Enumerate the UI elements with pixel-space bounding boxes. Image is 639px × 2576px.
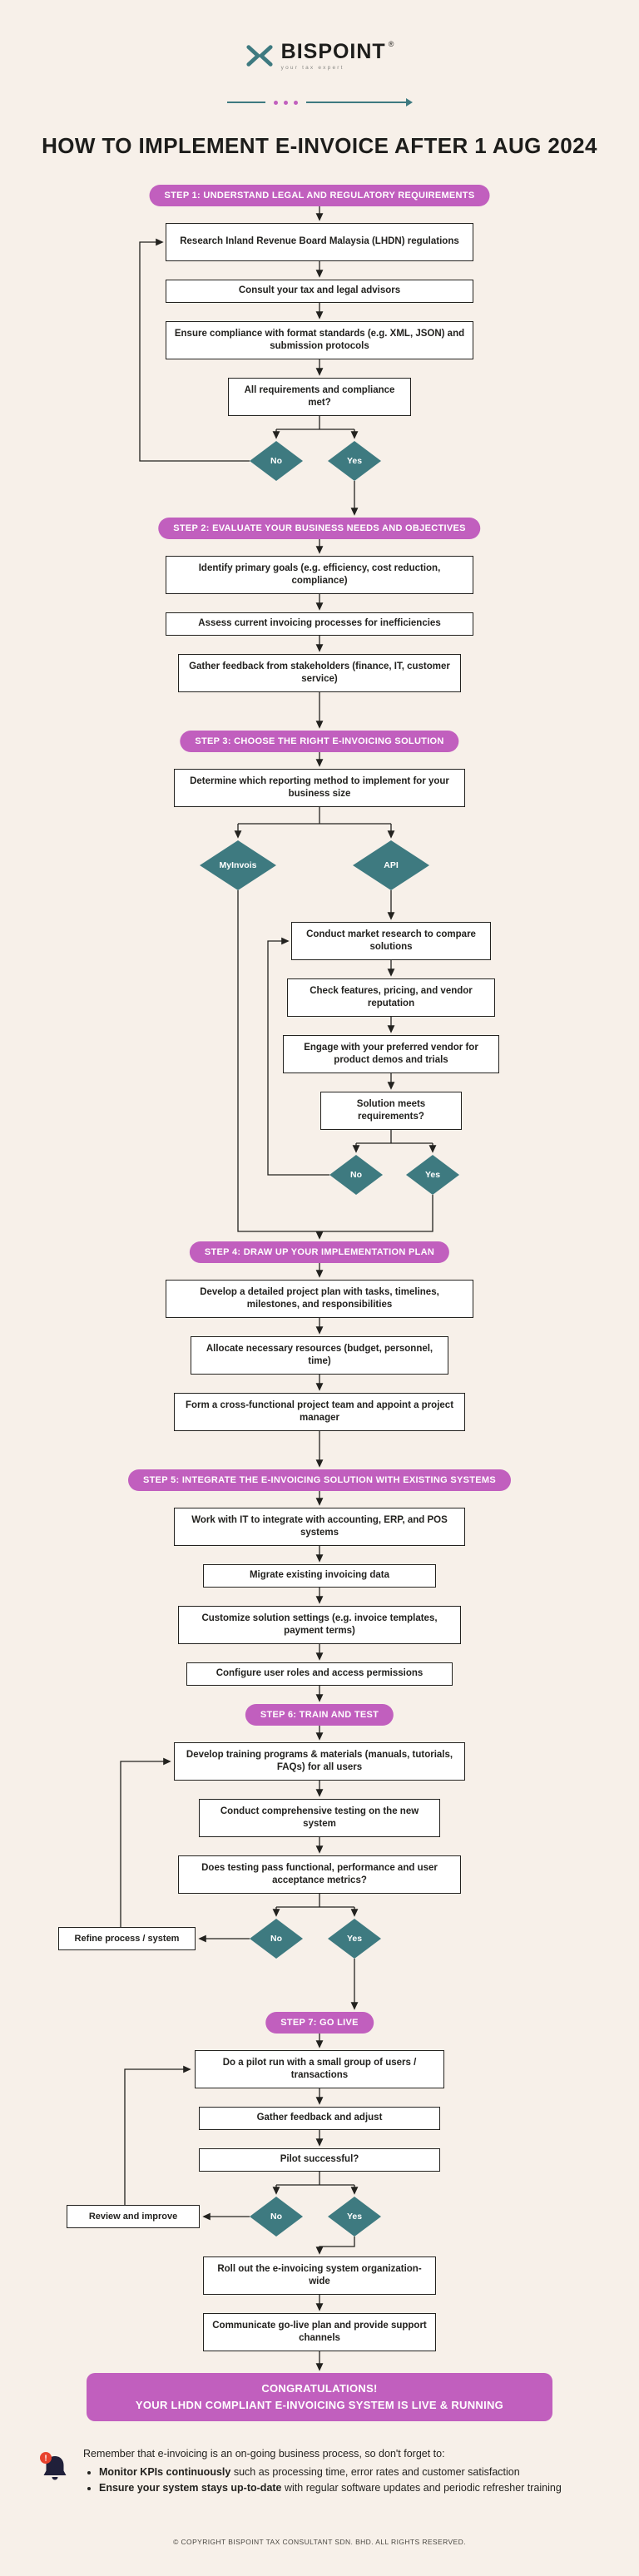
step3-box-engage: Engage with your preferred vendor for pr…: [283, 1035, 499, 1073]
step4-box-team: Form a cross-functional project team and…: [174, 1393, 465, 1431]
step6-banner: STEP 6: TRAIN AND TEST: [245, 1704, 394, 1726]
step6-box-question: Does testing pass functional, performanc…: [178, 1855, 461, 1894]
bell-icon: !: [37, 2450, 73, 2486]
step3-banner: STEP 3: CHOOSE THE RIGHT E-INVOICING SOL…: [180, 731, 459, 752]
brand-tagline: your tax expert: [280, 65, 344, 71]
step7-box-pilot: Do a pilot run with a small group of use…: [195, 2050, 444, 2088]
reminder-note: Remember that e-invoicing is an on-going…: [83, 2446, 603, 2495]
step5-box-integrate: Work with IT to integrate with accountin…: [174, 1508, 465, 1546]
divider-dots: [273, 100, 298, 105]
divider-arrowhead-icon: [405, 98, 413, 107]
step2-box-feedback: Gather feedback from stakeholders (finan…: [178, 654, 461, 692]
step2-box-goals: Identify primary goals (e.g. efficiency,…: [166, 556, 473, 594]
step7-box-communicate: Communicate go-live plan and provide sup…: [203, 2313, 436, 2351]
svg-text:!: !: [44, 2454, 47, 2463]
step5-box-roles: Configure user roles and access permissi…: [186, 1662, 453, 1686]
step1-box-research: Research Inland Revenue Board Malaysia (…: [166, 223, 473, 261]
step7-box-gather: Gather feedback and adjust: [199, 2107, 440, 2130]
registered-mark: ®: [388, 40, 394, 48]
bullet-lead: Monitor KPIs continuously: [99, 2465, 231, 2478]
congrats-line1: CONGRATULATIONS!: [261, 2381, 378, 2395]
divider-line-long: [305, 102, 406, 103]
step7-banner: STEP 7: GO LIVE: [265, 2012, 374, 2034]
bullet-lead: Ensure your system stays up-to-date: [99, 2481, 282, 2494]
bullet-rest: such as processing time, error rates and…: [230, 2465, 520, 2478]
reminder-bullet-updates: Ensure your system stays up-to-date with…: [99, 2480, 603, 2496]
step6-box-training: Develop training programs & materials (m…: [174, 1742, 465, 1781]
congrats-line2: YOUR LHDN COMPLIANT E-INVOICING SYSTEM I…: [135, 2399, 504, 2411]
step3-box-question: Solution meets requirements?: [320, 1092, 462, 1130]
step1-box-question: All requirements and compliance met?: [228, 378, 411, 416]
step5-box-customize: Customize solution settings (e.g. invoic…: [178, 1606, 461, 1644]
step2-box-assess: Assess current invoicing processes for i…: [166, 612, 473, 636]
reminder-intro: Remember that e-invoicing is an on-going…: [83, 2448, 445, 2460]
step6-box-testing: Conduct comprehensive testing on the new…: [199, 1799, 440, 1837]
step3-box-features: Check features, pricing, and vendor repu…: [287, 978, 495, 1017]
step3-box-determine: Determine which reporting method to impl…: [174, 769, 465, 807]
step1-box-compliance: Ensure compliance with format standards …: [166, 321, 473, 359]
page-title: HOW TO IMPLEMENT E-INVOICE AFTER 1 AUG 2…: [42, 133, 597, 158]
bullet-rest: with regular software updates and period…: [281, 2481, 562, 2494]
step3-box-market-research: Conduct market research to compare solut…: [291, 922, 491, 960]
step6-box-refine: Refine process / system: [58, 1927, 196, 1950]
step7-box-review: Review and improve: [67, 2205, 200, 2228]
reminder-bullet-kpi: Monitor KPIs continuously such as proces…: [99, 2465, 603, 2480]
divider-line-short: [226, 102, 265, 103]
step1-box-consult: Consult your tax and legal advisors: [166, 280, 473, 303]
reminder-list: Monitor KPIs continuously such as proces…: [83, 2465, 603, 2496]
copyright-text: © COPYRIGHT BISPOINT TAX CONSULTANT SDN.…: [173, 2538, 466, 2546]
step5-box-migrate: Migrate existing invoicing data: [203, 1564, 436, 1588]
congratulations-banner: CONGRATULATIONS! YOUR LHDN COMPLIANT E-I…: [87, 2373, 552, 2421]
bispoint-logo-icon: [246, 44, 273, 67]
brand-name: BISPOINT: [280, 40, 386, 63]
step7-box-question: Pilot successful?: [199, 2148, 440, 2172]
step2-banner: STEP 2: EVALUATE YOUR BUSINESS NEEDS AND…: [158, 518, 481, 539]
step4-box-plan: Develop a detailed project plan with tas…: [166, 1280, 473, 1318]
step5-banner: STEP 5: INTEGRATE THE E-INVOICING SOLUTI…: [128, 1469, 511, 1491]
step4-banner: STEP 4: DRAW UP YOUR IMPLEMENTATION PLAN: [189, 1241, 450, 1263]
decorative-arrow-divider: [0, 98, 639, 107]
brand-logo: BISPOINT® your tax expert: [0, 40, 639, 71]
step7-box-rollout: Roll out the e-invoicing system organiza…: [203, 2256, 436, 2295]
step1-banner: STEP 1: UNDERSTAND LEGAL AND REGULATORY …: [149, 185, 490, 206]
step4-box-resources: Allocate necessary resources (budget, pe…: [191, 1336, 448, 1375]
